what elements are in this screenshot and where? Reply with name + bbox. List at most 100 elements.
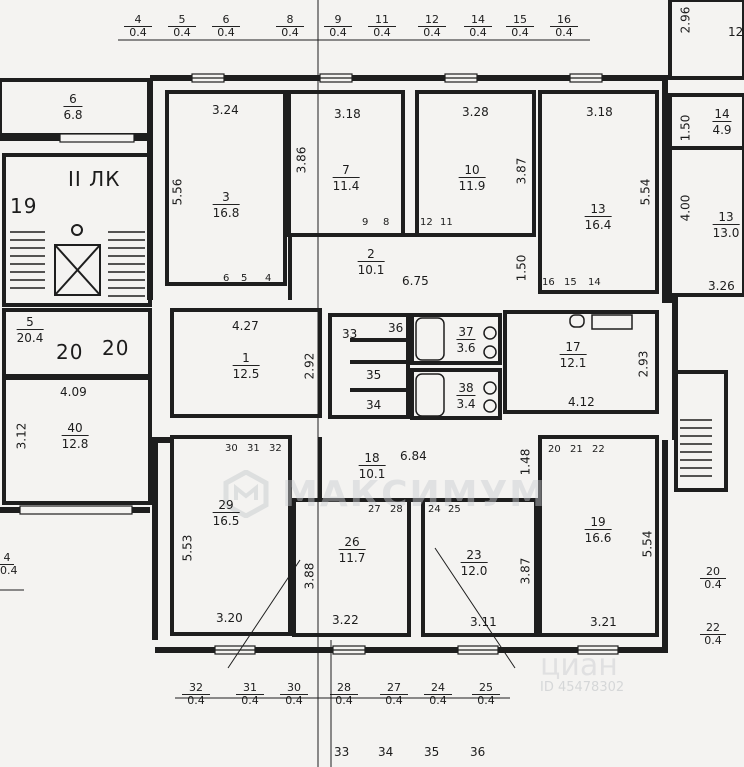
label-27s: 27 [368, 504, 381, 515]
label-32s: 32 [269, 443, 282, 454]
dim-3-12: 3.12 [14, 422, 29, 450]
elevator-shaft [54, 224, 101, 296]
listing-id-watermark: ID 45478302 [540, 680, 625, 695]
label-5s: 5 [241, 273, 248, 284]
dim-2-96: 2.96 [678, 6, 693, 34]
label-31s: 31 [247, 443, 260, 454]
dim-3-24: 3.24 [212, 103, 239, 117]
dim-3-87b: 3.87 [518, 557, 533, 585]
bathtubs [415, 314, 633, 417]
dim-2-93: 2.93 [636, 350, 651, 378]
grid-lines [0, 0, 516, 767]
dim-3-21: 3.21 [590, 615, 617, 629]
bottom-number-34: 34 [378, 745, 394, 759]
dim-5-56: 5.56 [170, 178, 185, 206]
dim-4-00: 4.00 [678, 194, 693, 222]
label-8s: 8 [383, 217, 390, 228]
bottom-number-35: 35 [424, 745, 440, 759]
label-6s: 6 [223, 273, 230, 284]
dim-3-20: 3.20 [216, 611, 243, 625]
dim-3-26: 3.26 [708, 279, 735, 293]
stairs-left [10, 231, 145, 297]
label-28s: 28 [390, 504, 403, 515]
tick-underlines [118, 39, 590, 699]
dim-2-92: 2.92 [302, 352, 317, 380]
dim-6-84: 6.84 [400, 449, 427, 463]
dim-5-54a: 5.54 [638, 178, 653, 206]
cian-watermark: циан [540, 648, 618, 683]
dim-4-12: 4.12 [568, 395, 595, 409]
label-16s: 16 [542, 277, 555, 288]
dim-3-87a: 3.87 [514, 157, 529, 185]
inner-walls [0, 0, 744, 637]
brand-logo-icon [223, 470, 269, 518]
windows-top [19, 73, 619, 655]
dim-3-88: 3.88 [302, 562, 317, 590]
label-20-big-a: 20 [56, 340, 84, 364]
dim-3-86: 3.86 [294, 146, 309, 174]
dim-4-09: 4.09 [60, 385, 87, 399]
bottom-number-36: 36 [470, 745, 486, 759]
dim-4-27: 4.27 [232, 319, 259, 333]
label-22s: 22 [592, 444, 605, 455]
label-25s: 25 [448, 504, 461, 515]
label-12s: 12 [420, 217, 433, 228]
label-14s: 14 [588, 277, 601, 288]
dim-5-54b: 5.54 [640, 530, 655, 558]
dim-3-28: 3.28 [462, 105, 489, 119]
label-21s: 21 [570, 444, 583, 455]
dim-3-11: 3.11 [470, 615, 497, 629]
bottom-number-33: 33 [334, 745, 350, 759]
label-24s: 24 [428, 504, 441, 515]
label-20-big-b: 20 [102, 336, 130, 360]
label-30s: 30 [225, 443, 238, 454]
stairs-right [680, 419, 712, 477]
dim-3-22: 3.22 [332, 613, 359, 627]
dim-3-18a: 3.18 [334, 107, 361, 121]
watermark: МАКСИМУМ [222, 470, 545, 520]
label-4s: 4 [265, 273, 272, 284]
dim-3-18b: 3.18 [586, 105, 613, 119]
dim-1-48: 1.48 [518, 448, 533, 476]
label-19-big: 19 [10, 194, 38, 218]
label-35: 35 [366, 368, 382, 382]
dim-6-75: 6.75 [402, 274, 429, 288]
top-right-label-12: 12 [728, 25, 744, 39]
label-15s: 15 [564, 277, 577, 288]
dim-5-53: 5.53 [180, 534, 195, 562]
label-33: 33 [342, 327, 358, 341]
stair-label: II ЛК [68, 167, 121, 191]
